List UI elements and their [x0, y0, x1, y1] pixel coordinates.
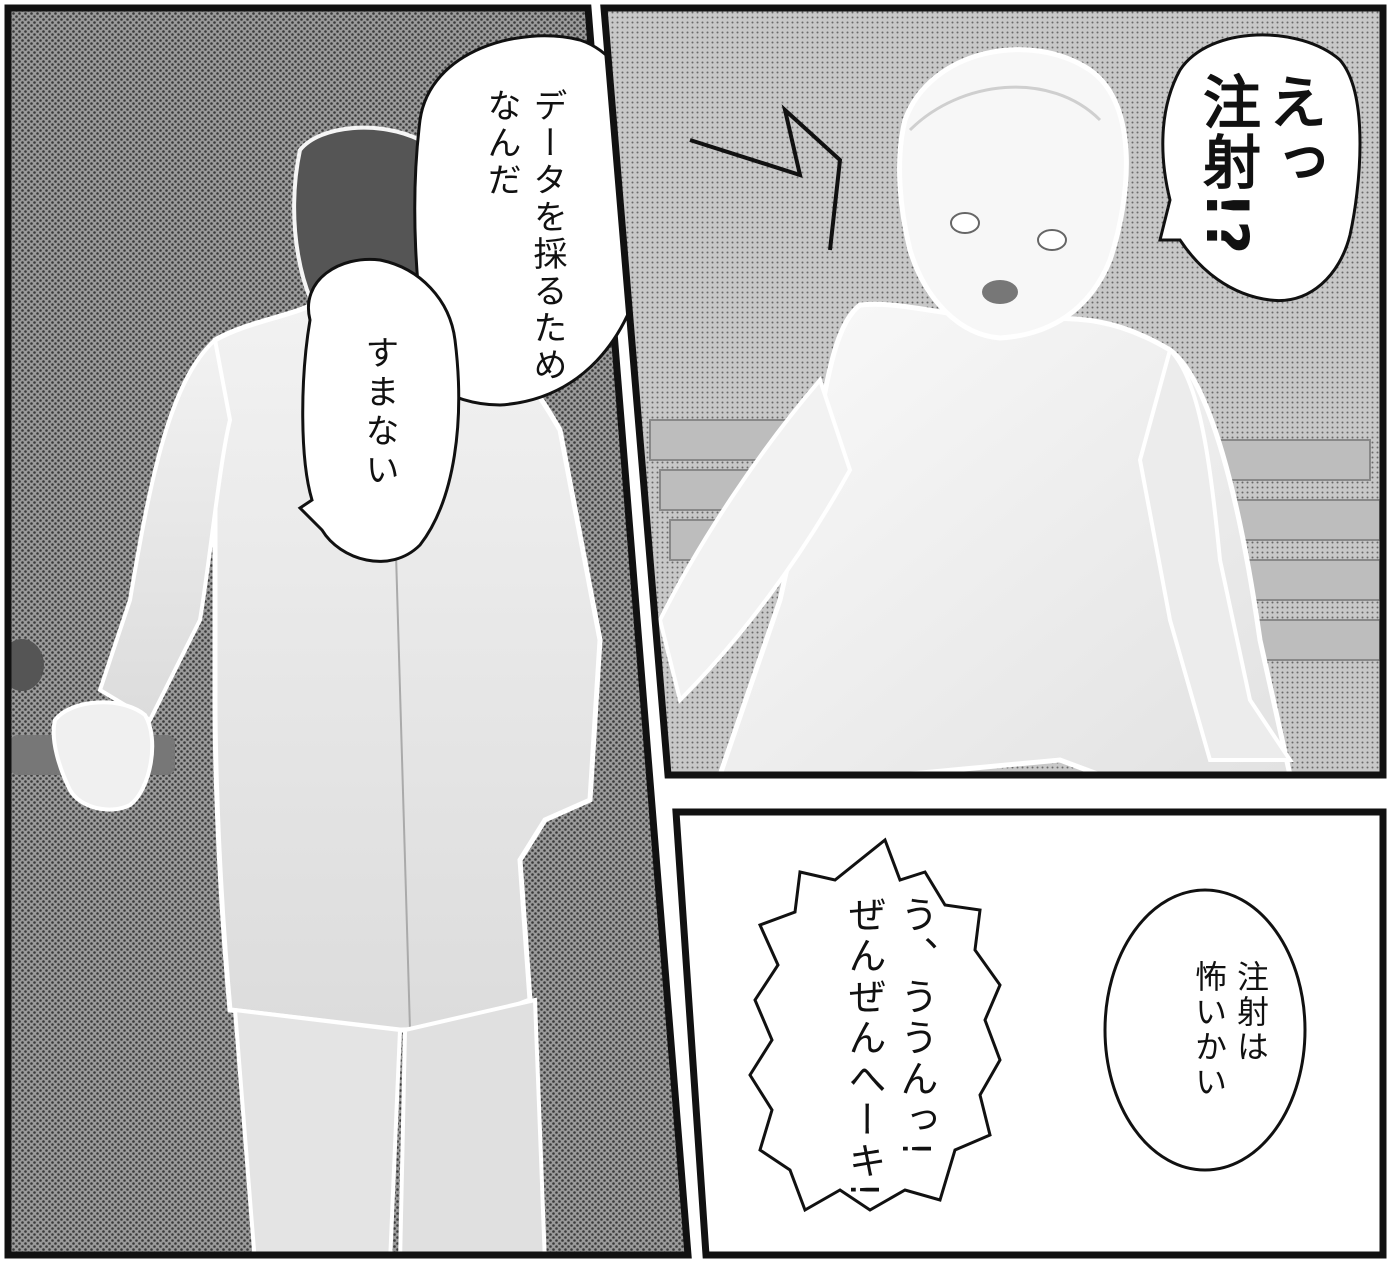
speech-text-apology: すまない: [359, 335, 399, 491]
speech-text-question: 注射は 怖いかい: [1190, 960, 1270, 1100]
speech-text-data-collection: データを採るため なんだ: [481, 88, 567, 384]
shout-text-injection: えっ 注射!?: [1193, 72, 1327, 257]
speech-text-reply: う、ううんっ! ぜんぜんへーキ!: [842, 895, 938, 1201]
speech-bubble-2: [297, 257, 461, 563]
question-bubble: [1103, 888, 1307, 1172]
reply-jagged-bubble: [748, 837, 1002, 1213]
top-right-panel-border: [600, 4, 1387, 779]
shout-bubble: [1158, 33, 1362, 303]
left-panel-border: [4, 4, 692, 1259]
